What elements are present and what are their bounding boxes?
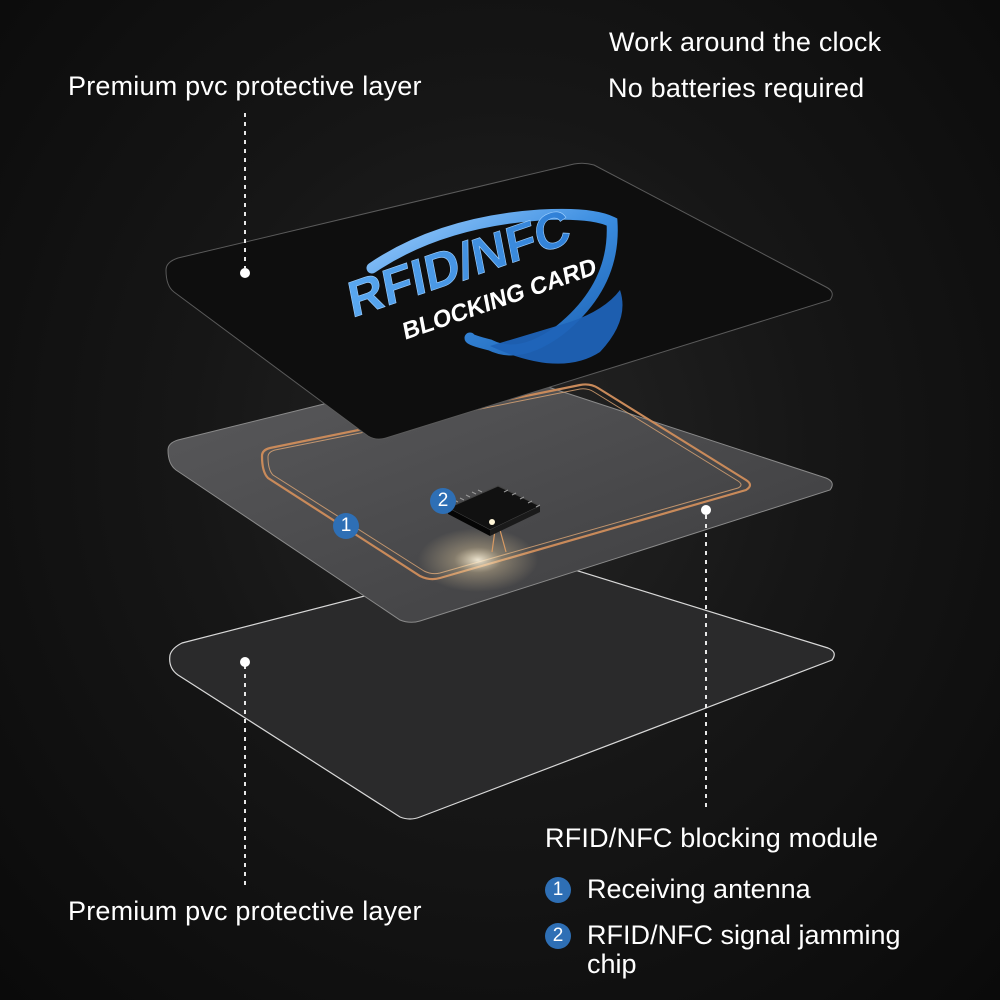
top-layer-dot <box>240 268 250 278</box>
shield-icon <box>366 208 623 364</box>
legend-number-badge: 2 <box>545 923 571 949</box>
feature-no-batteries: No batteries required <box>608 73 865 103</box>
bottom-card-layer <box>169 554 835 820</box>
module-title: RFID/NFC blocking module <box>545 823 879 853</box>
legend-label: Receiving antenna <box>587 874 811 904</box>
legend-number-badge: 1 <box>545 877 571 903</box>
feature-work-around-clock: Work around the clock <box>609 27 882 57</box>
receiving-antenna-coil-inner <box>267 388 742 575</box>
chip-marker-badge: 2 <box>430 488 456 514</box>
receiving-antenna-coil <box>260 383 752 581</box>
chip-glow <box>418 528 538 592</box>
chip-icon <box>446 485 542 536</box>
legend-label-line1: RFID/NFC signal jamming <box>587 920 901 950</box>
top-card-layer <box>165 162 833 440</box>
bottom-layer-dot <box>240 657 250 667</box>
legend-label-line2: chip <box>587 949 637 979</box>
antenna-marker-badge: 1 <box>333 513 359 539</box>
top-layer-label: Premium pvc protective layer <box>68 71 422 101</box>
module-dot <box>701 505 711 515</box>
bottom-layer-label: Premium pvc protective layer <box>68 896 422 926</box>
